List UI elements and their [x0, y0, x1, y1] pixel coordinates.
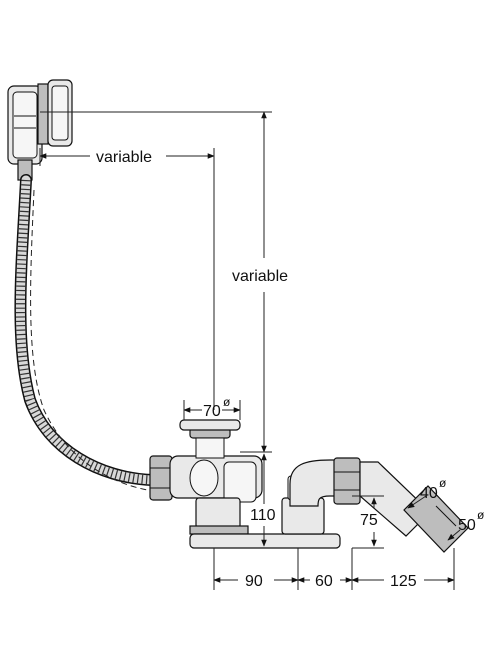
diameter-symbol-50: ø	[477, 508, 485, 522]
pull-wire	[30, 189, 211, 499]
label-overflow-vertical: variable	[232, 268, 288, 285]
label-span-a: 90	[245, 573, 263, 590]
label-waste-diameter: 70	[203, 403, 221, 420]
label-outlet-diameter-inner: 40	[420, 485, 438, 502]
dim-outlet-height	[352, 495, 384, 549]
trap-assembly	[149, 419, 469, 553]
label-span-c: 125	[390, 573, 417, 590]
dim-waste-diameter	[183, 400, 241, 420]
flexible-hose	[14, 174, 158, 486]
dim-overflow-horizontal	[39, 148, 215, 410]
label-outlet-diameter-outer: 50	[458, 517, 476, 534]
label-overflow-horizontal: variable	[96, 149, 152, 166]
dim-bottom-chain	[213, 548, 455, 590]
leader-40	[407, 495, 427, 509]
label-span-b: 60	[315, 573, 333, 590]
diameter-symbol-40: ø	[439, 476, 447, 490]
label-trap-height: 110	[250, 507, 276, 524]
leader-50	[447, 529, 461, 541]
dim-overflow-vertical	[40, 111, 272, 453]
label-outlet-height: 75	[360, 512, 378, 529]
diameter-symbol-70: ø	[223, 395, 231, 409]
overflow-head	[7, 79, 73, 181]
